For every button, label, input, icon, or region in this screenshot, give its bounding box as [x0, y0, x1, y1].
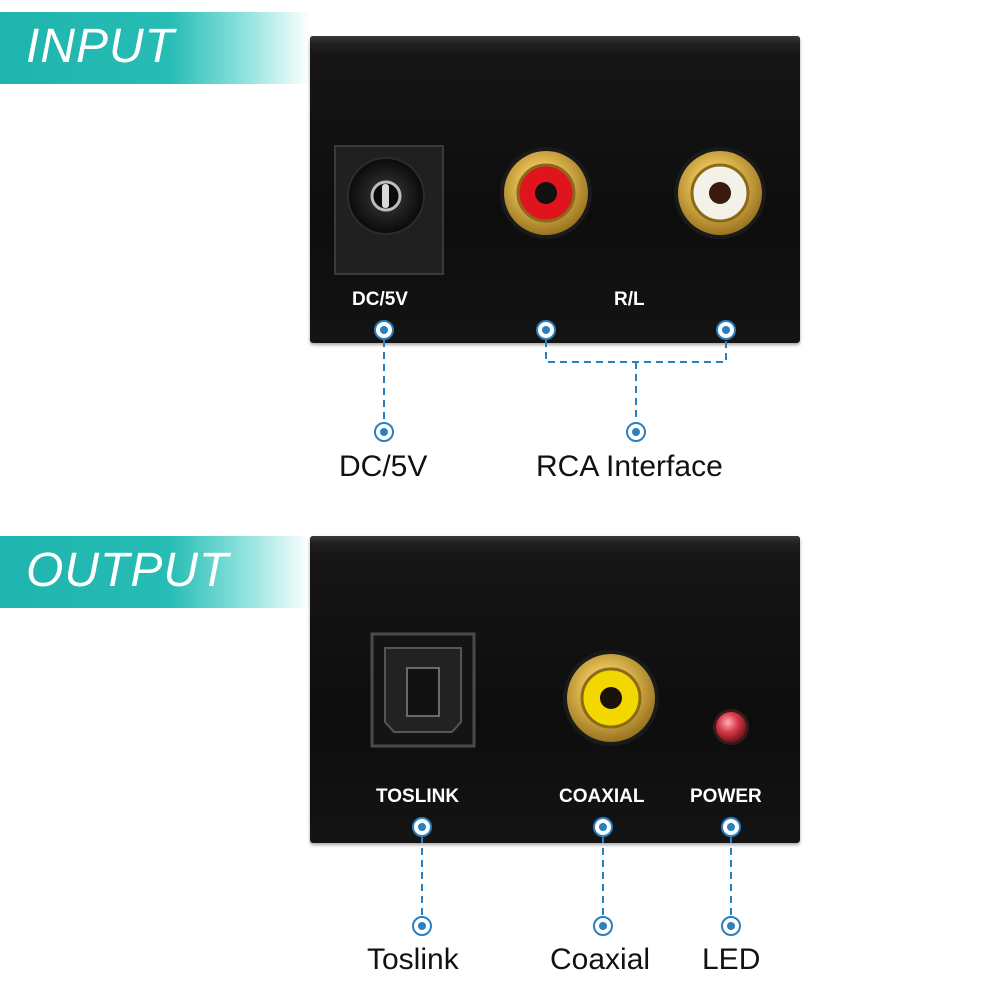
output-title: OUTPUT — [26, 544, 230, 597]
input-banner: INPUT — [0, 12, 310, 84]
panel-label-rl: R/L — [614, 289, 645, 310]
panel-label-power: POWER — [690, 786, 762, 807]
panel-label-coaxial: COAXIAL — [559, 786, 645, 807]
callout-lines — [383, 340, 732, 918]
callout-dots — [374, 320, 741, 936]
power-led — [713, 709, 749, 745]
dc-power-jack — [334, 145, 444, 275]
caption-dc: DC/5V — [339, 450, 428, 483]
panel-label-dc: DC/5V — [352, 289, 408, 310]
output-panel-top-edge — [310, 536, 800, 545]
rca-right-jack — [500, 147, 592, 239]
caption-toslink: Toslink — [367, 943, 459, 976]
caption-rca: RCA Interface — [536, 450, 723, 483]
callout-line-rca-bracket — [545, 340, 727, 363]
rca-left-jack — [674, 147, 766, 239]
caption-coaxial: Coaxial — [550, 943, 651, 976]
input-panel-top-edge — [310, 36, 800, 45]
input-title: INPUT — [26, 20, 175, 73]
toslink-port — [370, 632, 476, 748]
caption-led: LED — [702, 943, 761, 976]
panel-label-toslink: TOSLINK — [376, 786, 460, 807]
callout-dot — [374, 320, 741, 936]
coaxial-jack — [563, 650, 659, 746]
power-led-lens — [716, 712, 746, 742]
output-banner: OUTPUT — [0, 536, 310, 608]
